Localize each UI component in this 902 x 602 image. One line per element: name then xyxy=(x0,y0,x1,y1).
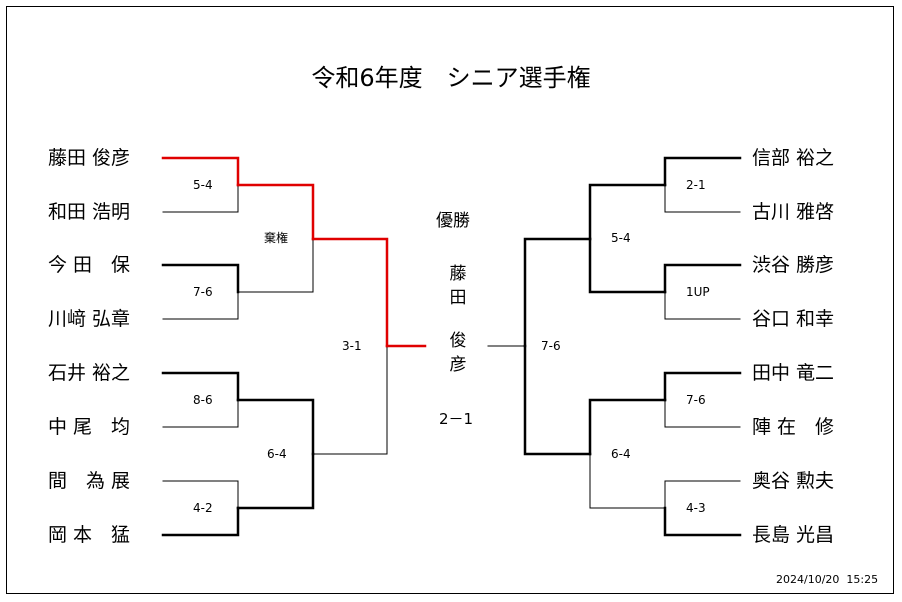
bracket-line xyxy=(664,480,741,509)
bracket-line xyxy=(236,183,315,241)
bracket-line xyxy=(663,263,742,294)
bracket-line xyxy=(236,398,315,456)
champion-name-char: 田 xyxy=(449,288,467,308)
bracket-line xyxy=(664,399,741,428)
player-name: 和田 浩明 xyxy=(48,201,131,223)
bracket-line xyxy=(237,238,314,293)
player-name: 信部 裕之 xyxy=(752,147,835,169)
bracket-line xyxy=(161,371,240,402)
player-name: 中 尾 均 xyxy=(48,416,131,438)
bracket-line xyxy=(162,480,239,509)
match-score: 3-1 xyxy=(342,339,362,353)
player-name: 長島 光昌 xyxy=(752,524,835,546)
player-name: 藤田 俊彦 xyxy=(48,147,131,169)
bracket-line xyxy=(311,237,389,348)
bracket-line xyxy=(664,184,741,213)
bracket-line xyxy=(312,345,388,455)
match-score: 4-2 xyxy=(193,501,213,515)
player-name: 今 田 保 xyxy=(48,254,131,276)
player-name: 陣 在 修 xyxy=(752,416,835,438)
bracket-line xyxy=(589,453,666,509)
bracket-line xyxy=(161,263,240,294)
player-name: 渋谷 勝彦 xyxy=(752,254,835,276)
player-name: 岡 本 猛 xyxy=(48,524,131,546)
match-score: 2-1 xyxy=(686,178,706,192)
match-score: 1UP xyxy=(686,285,710,299)
bracket-line xyxy=(162,399,239,428)
champion-name-char: 俊 xyxy=(449,331,467,351)
champion-name-char: 藤 xyxy=(449,264,467,284)
match-score: 6-4 xyxy=(267,447,287,461)
bracket-line xyxy=(588,183,667,241)
player-name: 田中 竜二 xyxy=(752,362,835,384)
bracket-line xyxy=(523,344,592,456)
tournament-title: 令和6年度 シニア選手権 xyxy=(311,64,591,92)
final-score: 2－1 xyxy=(439,410,474,428)
champion-label: 優勝 xyxy=(436,211,470,231)
champion-name-char: 彦 xyxy=(449,355,467,375)
match-score: 7-6 xyxy=(541,339,561,353)
bracket-line xyxy=(523,237,592,348)
match-score: 5-4 xyxy=(193,178,213,192)
bracket-line xyxy=(663,371,742,402)
timestamp: 2024/10/20 15:25 xyxy=(776,573,879,586)
player-name: 石井 裕之 xyxy=(48,362,131,384)
match-score: 7-6 xyxy=(193,285,213,299)
match-score: 4-3 xyxy=(686,501,706,515)
player-name: 奥谷 勲夫 xyxy=(752,470,835,492)
player-name: 谷口 和幸 xyxy=(752,308,835,330)
player-name: 川﨑 弘章 xyxy=(48,308,131,330)
bracket-line xyxy=(663,506,742,537)
bracket-line xyxy=(664,291,741,320)
bracket-line xyxy=(162,291,239,320)
player-name: 古川 雅啓 xyxy=(752,201,835,223)
bracket-line xyxy=(161,156,240,187)
match-score: 8-6 xyxy=(193,393,213,407)
match-score: 6-4 xyxy=(611,447,631,461)
match-score: 棄権 xyxy=(264,231,289,245)
bracket-line xyxy=(663,156,742,187)
bracket-line xyxy=(588,237,667,294)
player-name: 間 為 展 xyxy=(48,470,131,492)
bracket-frame xyxy=(6,6,894,594)
match-score: 5-4 xyxy=(611,231,631,245)
match-score: 7-6 xyxy=(686,393,706,407)
bracket-line xyxy=(161,506,240,537)
bracket-line xyxy=(236,452,315,510)
bracket-line xyxy=(162,184,239,213)
bracket-line xyxy=(588,398,667,456)
